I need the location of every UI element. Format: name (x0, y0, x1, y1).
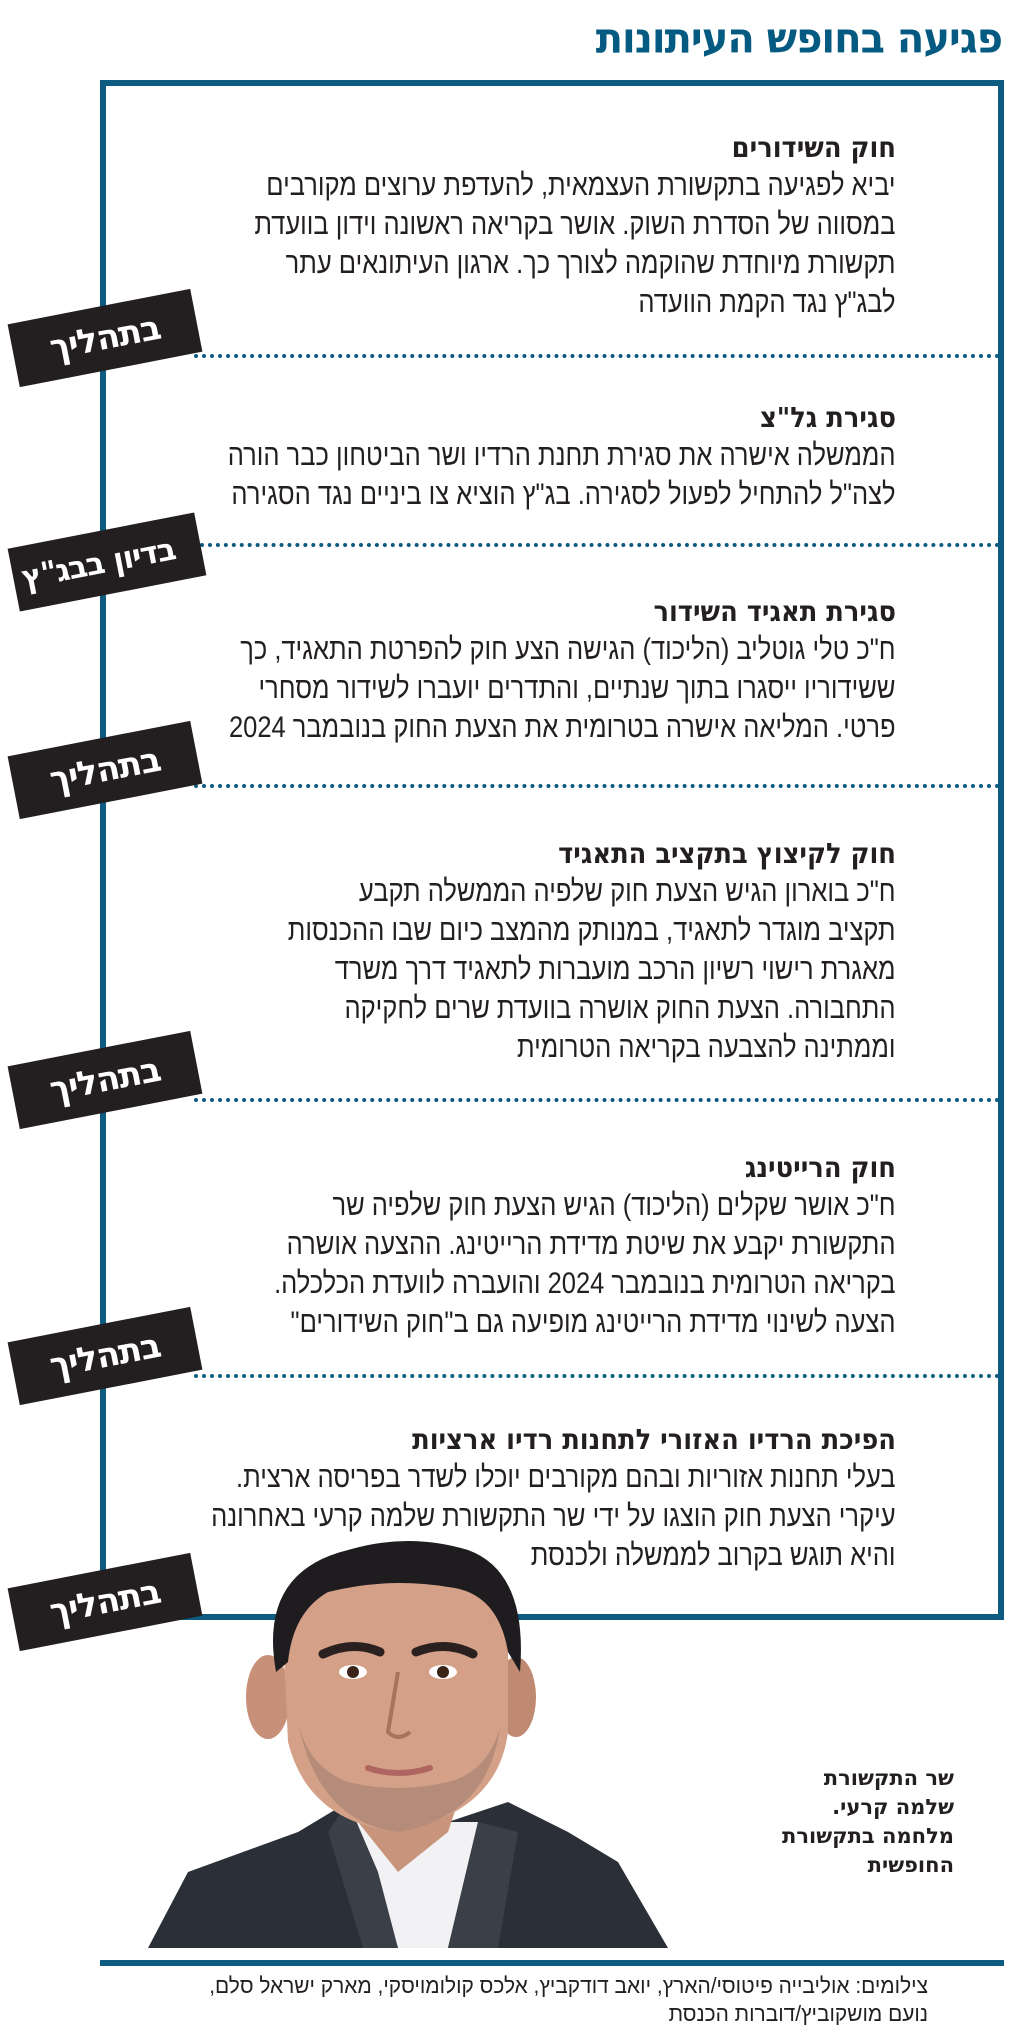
section-body-line: ח"כ בוארון הגיש הצעת חוק שלפיה הממשלה תק… (359, 875, 896, 908)
page-title: פגיעה בחופש העיתונות (595, 14, 1003, 64)
section-body-line: וממתינה להצבעה בקריאה הטרומית (517, 1031, 896, 1064)
section-body-line: בעלי תחנות אזוריות ובהם מקורבים יוכלו לש… (236, 1461, 896, 1494)
section-heading: סגירת גל"צ (759, 401, 896, 434)
section-heading: חוק לקיצוץ בתקציב התאגיד (558, 837, 896, 870)
section-heading: חוק השידורים (731, 131, 896, 164)
section-body-line: ח"כ טלי גוטליב (הליכוד) הגישה הצע חוק לה… (240, 633, 896, 666)
section-body-line: בקריאה הטרומית בנובמבר 2024 והועברה לווע… (274, 1267, 896, 1300)
section-body-line: תקציב מוגדר לתאגיד, במנותק מהמצב כיום שב… (288, 914, 896, 947)
content-frame (100, 80, 1004, 1620)
section-divider (200, 543, 1000, 547)
photo-caption: שר התקשורת שלמה קרעי. מלחמה בתקשורת החופ… (754, 1764, 954, 1880)
section-body-line: תקשורת מיוחדת שהוקמה לצורך כך. ארגון העי… (286, 247, 897, 280)
credits-line: צילומים: אוליבייה פיטוסי/הארץ, יואב דודק… (209, 1973, 928, 1998)
section-body-line: התקשורת יקבע את שיטת מדידת הרייטינג. ההצ… (287, 1228, 896, 1261)
section-body-line: ששידוריו ייסגרו בתוך שנתיים, והתדרים יוע… (258, 672, 897, 705)
section-divider (194, 1374, 1000, 1378)
section-body-line: והיא תוגש בקרוב לממשלה ולכנסת (531, 1539, 896, 1572)
section-body-line: יביא לפגיעה בתקשורת העצמאית, להעדפת ערוצ… (266, 169, 897, 202)
section-body-line: עיקרי הצעת חוק הוצגו על ידי שר התקשורת ש… (211, 1500, 896, 1533)
section-heading: סגירת תאגיד השידור (653, 595, 896, 628)
minister-portrait (148, 1532, 708, 1948)
section-kan-closure: סגירת תאגיד השידור ח"כ טלי גוטליב (הליכו… (128, 594, 896, 747)
section-broadcast-law: חוק השידורים יביא לפגיעה בתקשורת העצמאית… (128, 130, 896, 322)
section-body-line: הממשלה אישרה את סגירת תחנת הרדיו ושר הבי… (228, 439, 896, 472)
section-body-line: מאגרת רישוי רשיון הרכב מועברות לתאגיד דר… (335, 953, 896, 986)
section-body-line: הצעה לשינוי מדידת הרייטינג מופיעה גם ב"ח… (290, 1306, 897, 1339)
caption-line: החופשית (867, 1853, 954, 1877)
bottom-divider (100, 1960, 1004, 1966)
section-regional-radio: הפיכת הרדיו האזורי לתחנות רדיו ארציות בע… (128, 1422, 896, 1575)
section-body-line: התחבורה. הצעת החוק אושרה בוועדת שרים לחק… (344, 992, 896, 1025)
photo-credits: צילומים: אוליבייה פיטוסי/הארץ, יואב דודק… (140, 1972, 928, 2028)
person-photo-icon (148, 1541, 668, 1948)
section-heading: חוק הרייטינג (744, 1151, 896, 1184)
section-body-line: פרטי. המליאה אישרה בטרומית את הצעת החוק … (229, 711, 896, 744)
section-kan-budget-cut: חוק לקיצוץ בתקציב התאגיד ח"כ בוארון הגיש… (128, 836, 896, 1067)
section-galatz-closure: סגירת גל"צ הממשלה אישרה את סגירת תחנת הר… (128, 400, 896, 514)
caption-line: מלחמה בתקשורת (782, 1824, 954, 1848)
section-divider (194, 1098, 1000, 1102)
section-heading: הפיכת הרדיו האזורי לתחנות רדיו ארציות (412, 1423, 896, 1456)
caption-line: שר התקשורת (823, 1766, 954, 1790)
section-divider (194, 354, 1000, 358)
caption-line: שלמה קרעי. (832, 1795, 954, 1819)
section-body-line: לצה"ל להתחיל לפעול לסגירה. בג"ץ הוציא צו… (231, 478, 896, 511)
credits-line: נועם מושקוביץ/דוברות הכנסת (668, 2001, 928, 2026)
section-divider (194, 784, 1000, 788)
section-body-line: ח"כ אושר שקלים (הליכוד) הגיש הצעת חוק של… (332, 1189, 896, 1222)
section-body-line: במסווה של הסדרת השוק. אושר בקריאה ראשונה… (254, 208, 897, 241)
section-body-line: לבג"ץ נגד הקמת הוועדה (638, 286, 896, 319)
section-rating-law: חוק הרייטינג ח"כ אושר שקלים (הליכוד) הגי… (128, 1150, 896, 1342)
